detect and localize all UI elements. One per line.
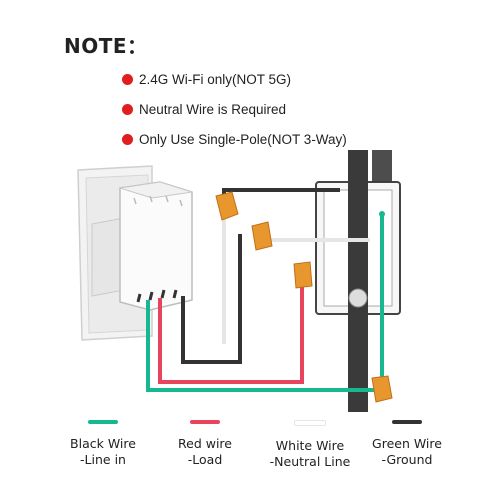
legend-item-black-wire: Black Wire -Line in (48, 420, 158, 468)
bullet-dot-icon (122, 73, 133, 85)
legend-item-white-wire: White Wire -Neutral Line (255, 420, 365, 470)
legend-item-green-wire: Green Wire -Ground (352, 420, 462, 468)
note-text: Neutral Wire is Required (139, 101, 287, 117)
legend-label: Red wire (178, 436, 232, 451)
legend-sublabel: -Ground (381, 452, 433, 467)
note-item-neutral: Neutral Wire is Required (122, 94, 347, 124)
note-list: 2.4G Wi-Fi only(NOT 5G) Neutral Wire is … (122, 64, 347, 154)
note-item-single-pole: Only Use Single-Pole(NOT 3-Way) (122, 124, 347, 154)
note-text: Only Use Single-Pole(NOT 3-Way) (139, 131, 347, 147)
legend-label: Black Wire (70, 436, 136, 451)
legend-item-red-wire: Red wire -Load (150, 420, 260, 468)
white-neutral-wires (222, 210, 370, 344)
red-load-wire (158, 280, 304, 384)
legend-swatch-icon (294, 420, 326, 426)
legend-sublabel: -Line in (80, 452, 126, 467)
legend-sublabel: -Neutral Line (269, 454, 351, 469)
legend-label: White Wire (275, 438, 345, 453)
legend-swatch-icon (190, 420, 220, 424)
legend-label: Green Wire (372, 436, 442, 451)
note-title: NOTE： (64, 34, 148, 58)
wire-legend: Black Wire -Line in Red wire -Load White… (0, 420, 500, 480)
bullet-dot-icon (122, 103, 133, 115)
green-ground-wire (146, 214, 384, 392)
legend-swatch-icon (88, 420, 118, 424)
legend-sublabel: -Load (187, 452, 223, 467)
smart-switch-body (91, 181, 193, 311)
bullet-dot-icon (122, 133, 133, 145)
legend-swatch-icon (392, 420, 422, 424)
note-text: 2.4G Wi-Fi only(NOT 5G) (139, 71, 292, 87)
note-item-wifi: 2.4G Wi-Fi only(NOT 5G) (122, 64, 347, 94)
wire-nut-icons (215, 191, 393, 403)
